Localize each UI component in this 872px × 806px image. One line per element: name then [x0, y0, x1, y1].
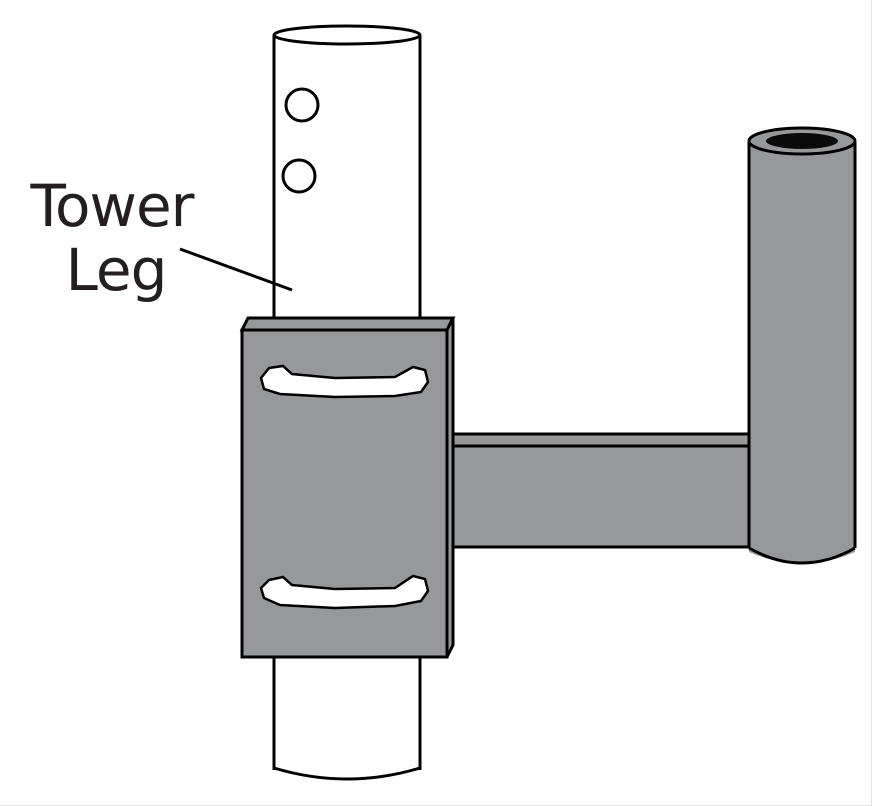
mount-pipe-bottom-arc: [748, 546, 856, 565]
mount-pipe-bore: [766, 133, 838, 149]
tower-leg-top-ellipse: [272, 24, 422, 46]
mounting-plate: [239, 316, 456, 659]
horizontal-arm: [450, 432, 751, 549]
arm-top-flange: [450, 432, 751, 448]
arm-body: [450, 444, 751, 549]
label-line-2: Leg: [65, 236, 168, 304]
tower-leg-label: Tower Leg: [12, 174, 212, 302]
tower-leg-bottom-arc: [273, 766, 421, 781]
tower-leg-hole-1: [284, 87, 320, 123]
plate-top-edge: [239, 316, 456, 332]
plate-slot-lower: [259, 574, 430, 610]
label-leader-line: [179, 247, 293, 292]
tower-leg-hole-2: [281, 158, 317, 194]
plate-slot-upper: [259, 364, 430, 399]
vertical-mount-pipe: [747, 126, 857, 565]
label-line-1: Tower: [30, 172, 194, 240]
